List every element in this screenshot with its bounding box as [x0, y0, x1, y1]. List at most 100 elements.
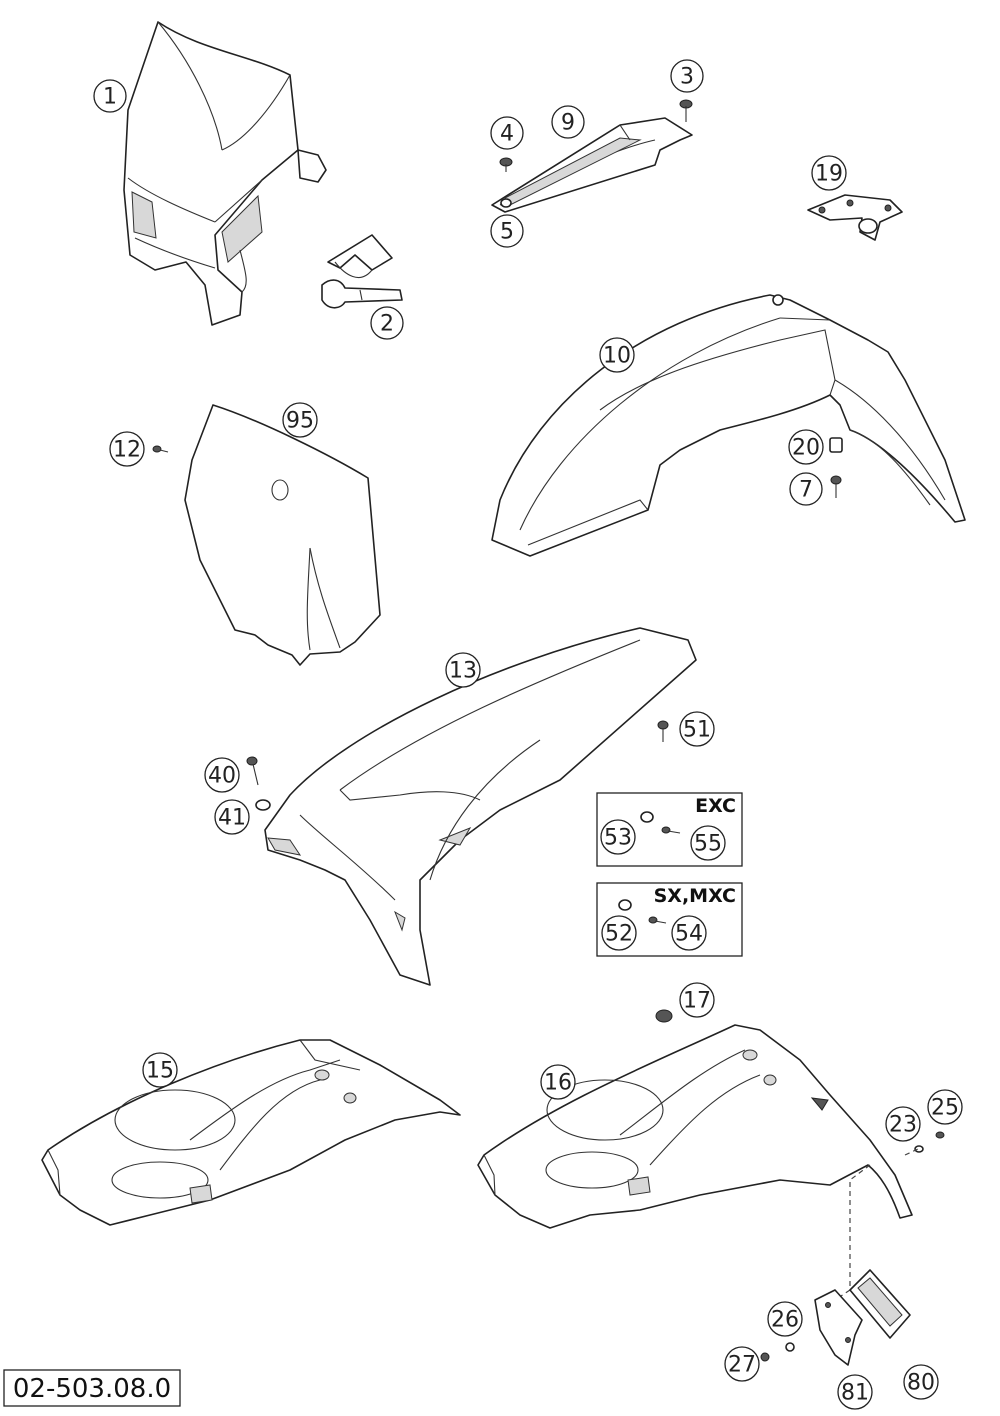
- callout-16: 16: [540, 1064, 576, 1100]
- callout-7: 7: [789, 472, 823, 506]
- callout-54: 54: [671, 915, 707, 951]
- callout-circle: [927, 1089, 963, 1125]
- callout-label: 10: [603, 344, 631, 369]
- callout-2: 2: [370, 306, 404, 340]
- callout-label: 5: [500, 220, 514, 245]
- callout-19: 19: [811, 155, 847, 191]
- callout-label: 52: [605, 922, 633, 947]
- callout-circle: [903, 1364, 939, 1400]
- callout-label: 17: [683, 989, 711, 1014]
- callout-circle: [142, 1052, 178, 1088]
- callout-label: 81: [841, 1381, 869, 1406]
- variant-box-sx-mxc: SX,MXC: [596, 882, 743, 957]
- callout-label: 26: [771, 1308, 799, 1333]
- leader-line-washer: [904, 1148, 919, 1156]
- screw-12-part: [152, 445, 169, 453]
- callout-4: 4: [490, 116, 524, 150]
- callout-label: 95: [286, 409, 314, 434]
- callout-circle: [551, 105, 585, 139]
- callout-circle: [214, 799, 250, 835]
- callout-10: 10: [599, 337, 635, 373]
- callout-circle: [767, 1301, 803, 1337]
- callout-label: 13: [449, 659, 477, 684]
- callout-label: 1: [103, 85, 117, 110]
- callout-5: 5: [490, 214, 524, 248]
- callout-53: 53: [600, 819, 636, 855]
- rear-fender-part: [264, 627, 697, 986]
- callout-circle: [370, 306, 404, 340]
- fender-16-part: [477, 1024, 913, 1229]
- callout-12: 12: [109, 431, 145, 467]
- variant-box-exc: EXC: [596, 792, 743, 867]
- callout-80: 80: [903, 1364, 939, 1400]
- leader-line: [834, 1164, 871, 1301]
- callout-circle: [837, 1374, 873, 1410]
- callout-1: 1: [93, 79, 127, 113]
- bolt-51-part: [657, 720, 669, 742]
- screw-3-part: [679, 99, 693, 122]
- callout-label: 40: [208, 764, 236, 789]
- fender-15-part: [41, 1039, 461, 1226]
- drawing-number: 02-503.08.0: [13, 1374, 171, 1404]
- nut-5-part: [500, 198, 512, 208]
- callout-circle: [724, 1346, 760, 1382]
- number-plate-part: [184, 404, 381, 666]
- callout-label: 53: [604, 826, 632, 851]
- callout-55: 55: [690, 825, 726, 861]
- callout-3: 3: [670, 59, 704, 93]
- callout-41: 41: [214, 799, 250, 835]
- callout-circle: [282, 402, 318, 438]
- callout-circle: [671, 915, 707, 951]
- callout-circle: [788, 429, 824, 465]
- variant-label-exc: EXC: [695, 795, 736, 817]
- callout-label: 3: [680, 65, 694, 90]
- screw-4-part: [499, 157, 513, 172]
- callout-20: 20: [788, 429, 824, 465]
- callout-label: 4: [500, 122, 514, 147]
- variant-label-sx-mxc: SX,MXC: [654, 885, 736, 907]
- callout-label: 54: [675, 922, 703, 947]
- callout-15: 15: [142, 1052, 178, 1088]
- callout-label: 7: [799, 478, 813, 503]
- callout-25: 25: [927, 1089, 963, 1125]
- callout-26: 26: [767, 1301, 803, 1337]
- callout-label: 9: [561, 111, 575, 136]
- callout-17: 17: [679, 982, 715, 1018]
- callout-95: 95: [282, 402, 318, 438]
- callout-circle: [490, 214, 524, 248]
- callout-label: 51: [683, 718, 711, 743]
- headlight-mask-part: [123, 21, 327, 326]
- plate-bracket-81-part: [814, 1289, 863, 1366]
- callout-circle: [490, 116, 524, 150]
- bushing-20-part: [829, 437, 843, 453]
- callout-circle: [670, 59, 704, 93]
- callout-40: 40: [204, 757, 240, 793]
- drawing-number-box: 02-503.08.0: [3, 1369, 181, 1407]
- callout-label: 41: [218, 806, 246, 831]
- callout-label: 15: [146, 1059, 174, 1084]
- callout-circle: [601, 915, 637, 951]
- bolt-40-part: [246, 756, 259, 786]
- callout-label: 16: [544, 1071, 572, 1096]
- reflector-80-part: [849, 1269, 911, 1339]
- washer-23-part: [914, 1145, 924, 1153]
- callout-51: 51: [679, 711, 715, 747]
- callout-81: 81: [837, 1374, 873, 1410]
- callout-label: 55: [694, 832, 722, 857]
- callout-circle: [679, 982, 715, 1018]
- callout-23: 23: [885, 1106, 921, 1142]
- callout-circle: [599, 337, 635, 373]
- nut-27-part: [760, 1352, 770, 1362]
- callout-9: 9: [551, 105, 585, 139]
- washer-26-part: [785, 1342, 795, 1352]
- callout-52: 52: [601, 915, 637, 951]
- callout-27: 27: [724, 1346, 760, 1382]
- screw-7-part: [830, 475, 842, 498]
- bracket-19-part: [807, 194, 903, 241]
- callout-circle: [811, 155, 847, 191]
- callout-label: 12: [113, 438, 141, 463]
- callout-label: 80: [907, 1371, 935, 1396]
